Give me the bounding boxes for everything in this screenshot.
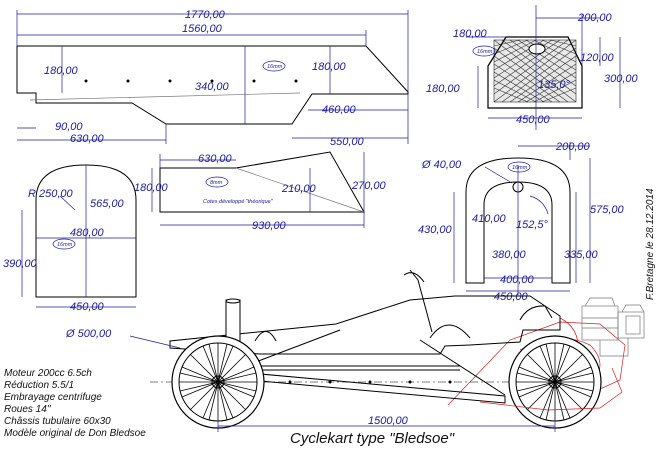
- nose-panel-outline: [159, 151, 365, 213]
- dim-180-seat-top: 180,00: [453, 28, 488, 40]
- dim-r250: R 250,00: [28, 188, 74, 200]
- dim-o500: Ø 500,00: [65, 328, 112, 340]
- rear-bulkhead-view: Ø 40,00 200,00 430,00 410,00 152,5° 575,…: [418, 141, 625, 303]
- dim-930: 930,00: [252, 220, 287, 232]
- kart-body-outline: [169, 295, 561, 355]
- dim-340: 340,00: [195, 81, 230, 93]
- dim-270: 270,00: [351, 180, 387, 192]
- kart-side-view: 1500,00 Ø 500,00: [65, 269, 645, 432]
- thickness-label-seat: 16mm: [477, 49, 493, 55]
- dim-1500: 1500,00: [368, 415, 409, 427]
- spec-line: Réduction 5.5/1: [4, 380, 74, 391]
- dim-380: 380,00: [492, 249, 527, 261]
- dim-430: 430,00: [418, 224, 453, 236]
- nose-panel-view: 630,00 180,00 210,00 270,00 930,00 Cotes…: [134, 151, 387, 232]
- dim-200-seat: 200,00: [577, 12, 613, 24]
- dim-480: 480,00: [70, 227, 105, 239]
- dim-300: 300,00: [604, 73, 639, 85]
- dim-550: 550,00: [330, 136, 365, 148]
- thickness-label-side: 16mm: [267, 64, 283, 70]
- dim-630-top: 630,00: [70, 133, 105, 145]
- cotes-note: Cotes développé "théorique": [203, 199, 274, 205]
- dim-565: 565,00: [90, 198, 125, 210]
- dim-180-nose: 180,00: [134, 182, 169, 194]
- seat-box-view: 200,00 180,00 120,00 300,00 180,00 135,0…: [426, 5, 639, 130]
- dim-400: 400,00: [500, 274, 535, 286]
- thickness-label-nose: 8mm: [210, 180, 223, 186]
- dim-200-rear: 200,00: [555, 141, 591, 153]
- dim-135-deg: 135,0°: [538, 79, 571, 91]
- spec-line: Embrayage centrifuge: [4, 392, 102, 403]
- dim-90: 90,00: [55, 121, 83, 133]
- spec-notes: Moteur 200cc 6.5ch Réduction 5.5/1 Embra…: [4, 368, 146, 439]
- dim-450-seat: 450,00: [516, 114, 551, 126]
- engine-sketch: [581, 297, 645, 357]
- dim-575: 575,00: [590, 204, 625, 216]
- dim-630-nose: 630,00: [198, 153, 233, 165]
- front-bulkhead-view: R 250,00 565,00 480,00 390,00 450,00 16m…: [3, 164, 137, 313]
- dim-390: 390,00: [3, 258, 38, 270]
- spec-line: Châssis tubulaire 60x30: [4, 416, 111, 427]
- spec-line: Modèle original de Don Bledsoe: [4, 428, 146, 439]
- rear-bulkhead-outline: [465, 157, 571, 284]
- dim-152-deg: 152,5°: [516, 219, 549, 231]
- dim-460: 460,00: [322, 104, 357, 116]
- dim-210: 210,00: [281, 183, 317, 195]
- spec-line: Roues 14'': [4, 404, 52, 415]
- spec-line: Moteur 200cc 6.5ch: [4, 368, 92, 379]
- side-panel-outline: [16, 45, 409, 125]
- dim-180-seat-side: 180,00: [426, 83, 461, 95]
- dim-410: 410,00: [472, 213, 507, 225]
- dim-450-front: 450,00: [70, 301, 105, 313]
- front-wheel: [171, 335, 265, 429]
- dim-1560: 1560,00: [182, 23, 223, 35]
- side-panel-view: 1770,00 1560,00 180,00 340,00 180,00 90,…: [16, 9, 409, 148]
- rear-wheel: [508, 335, 602, 429]
- dim-o40: Ø 40,00: [421, 159, 462, 171]
- dim-180-right: 180,00: [312, 61, 347, 73]
- dim-180-left: 180,00: [44, 65, 79, 77]
- dim-450-rear: 450,00: [494, 291, 529, 303]
- dim-120: 120,00: [580, 52, 615, 64]
- author-date: F.Bretagne le 28.12.2014: [645, 188, 656, 300]
- dim-335: 335,00: [564, 249, 599, 261]
- drawing-title: Cyclekart type "Bledsoe": [290, 430, 455, 447]
- thickness-label-front: 16mm: [57, 242, 73, 248]
- dim-1770: 1770,00: [185, 9, 226, 21]
- thickness-label-rear: 16mm: [512, 165, 528, 171]
